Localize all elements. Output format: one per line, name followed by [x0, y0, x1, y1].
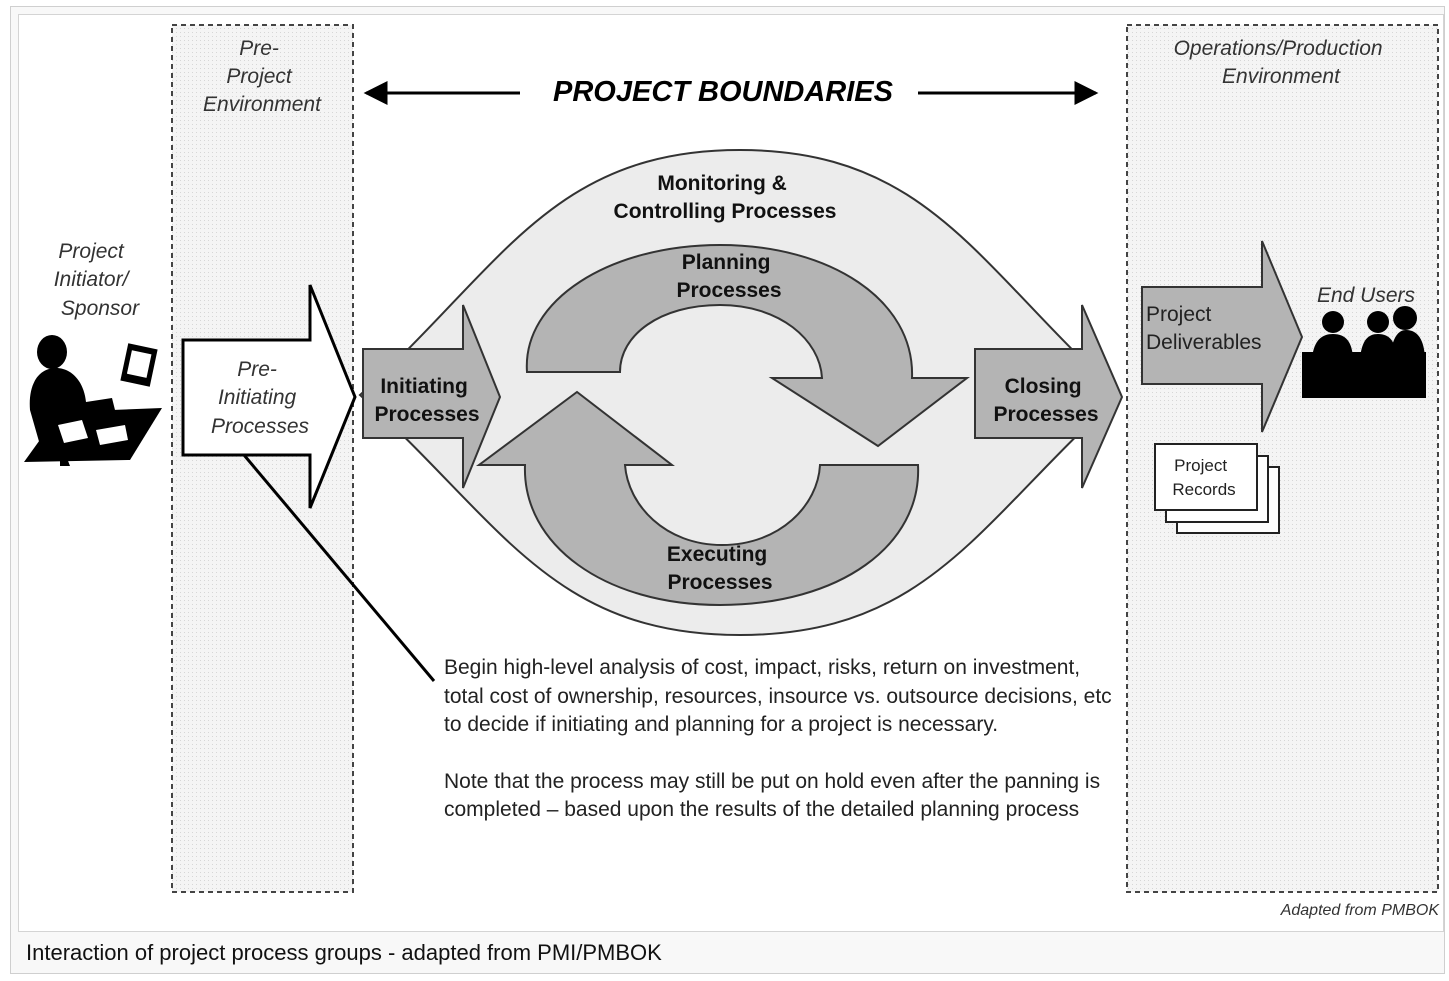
analysis-note-paragraph: Begin high-level analysis of cost, impac…	[444, 656, 1112, 737]
executing-arc	[475, 390, 920, 607]
initiating-label: Initiating Processes	[374, 375, 479, 426]
closing-arrow	[974, 304, 1124, 489]
pre-initiating-arrow	[181, 284, 357, 509]
project-boundaries-title: PROJECT BOUNDARIES	[553, 76, 894, 108]
end-users-icon	[1302, 306, 1426, 398]
pre-initiating-label: Pre- Initiating Processes	[211, 358, 310, 438]
initiating-arrow	[362, 304, 502, 489]
monitoring-label: Monitoring & Controlling Processes	[614, 172, 837, 223]
deliverables-arrow	[1141, 240, 1304, 433]
initiator-label: Project Initiator/ Sponsor	[54, 240, 140, 320]
note-leader-line	[242, 454, 436, 682]
closing-label: Closing Processes	[993, 375, 1098, 426]
records-sheet-front	[1154, 443, 1258, 511]
deliverables-label: Project Deliverables	[1146, 303, 1262, 354]
sponsor-icon	[24, 335, 162, 466]
end-users-label: End Users	[1317, 284, 1416, 307]
hold-note-paragraph: Note that the process may still be put o…	[444, 769, 1101, 822]
analysis-note: Begin high-level analysis of cost, impac…	[444, 654, 1124, 825]
source-credit: Adapted from PMBOK	[1280, 902, 1439, 919]
pre-project-label: Pre- Project Environment	[203, 37, 322, 116]
records-label: Project Records	[1172, 456, 1235, 499]
operations-label: Operations/Production Environment	[1174, 37, 1389, 88]
figure-caption: Interaction of project process groups - …	[26, 940, 662, 965]
executing-label: Executing Processes	[667, 543, 773, 594]
planning-arc	[525, 243, 970, 448]
planning-label: Planning Processes	[676, 251, 781, 302]
